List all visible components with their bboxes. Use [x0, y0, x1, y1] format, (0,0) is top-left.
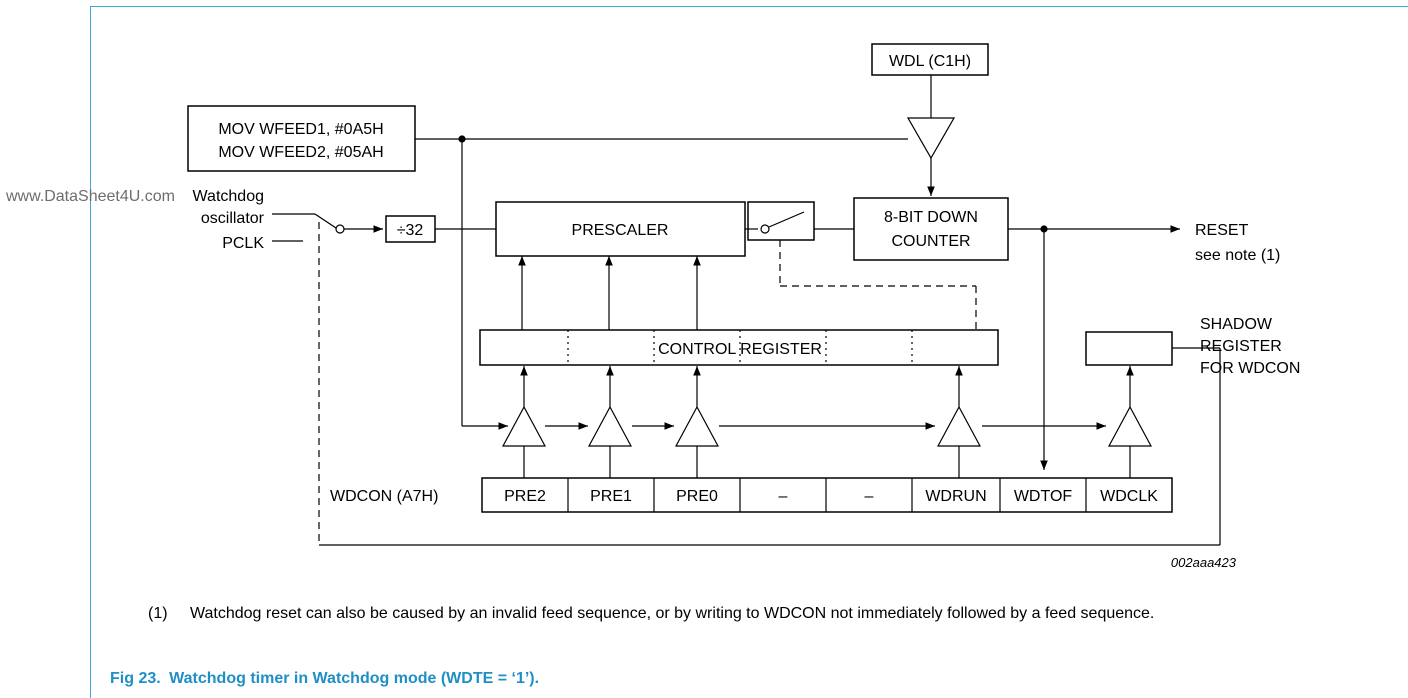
wdl-box [871, 43, 989, 76]
figure-id: 002aaa423 [1171, 555, 1237, 570]
pclk-label: PCLK [222, 235, 264, 252]
feed-sequence-box [187, 105, 416, 172]
buffer-wdclk [1107, 405, 1153, 447]
shadow-label-2: REGISTER [1200, 338, 1282, 355]
wdcon-bit-3: – [865, 488, 874, 505]
counter-label-1: 8-BIT DOWN [884, 209, 978, 226]
control-register-label: CONTROL REGISTER [658, 341, 822, 358]
control-register-box [479, 329, 999, 366]
reset-label: RESET [1195, 222, 1249, 239]
buffer-wdrun [936, 405, 982, 447]
watchdog-input-label-1: Watchdog [193, 188, 264, 205]
divider-label: ÷32 [397, 222, 424, 239]
run-switch-box [747, 201, 815, 241]
wdcon-bit-2: WDRUN [925, 488, 986, 505]
caption-label: Fig 23. [110, 670, 161, 687]
wdcon-bit-5: PRE0 [676, 488, 718, 505]
note-number: (1) [148, 605, 168, 622]
wdl-label: WDL (C1H) [889, 53, 971, 70]
prescaler-label: PRESCALER [572, 222, 669, 239]
figure-caption: Fig 23. Watchdog timer in Watchdog mode … [110, 670, 543, 688]
note-text: Watchdog reset can also be caused by an … [190, 605, 1155, 622]
buffer-pre1 [587, 405, 633, 447]
shadow-register-box [1085, 331, 1173, 366]
wdcon-bit-1: WDTOF [1014, 488, 1073, 505]
shadow-label-3: FOR WDCON [1200, 360, 1300, 377]
counter-label-2: COUNTER [891, 233, 970, 250]
wdcon-bit-6: PRE1 [590, 488, 632, 505]
figure-frame [90, 6, 1408, 698]
wdcon-register [481, 477, 1173, 513]
down-counter-box [853, 197, 1009, 261]
watchdog-input-label-2: oscillator [201, 210, 265, 227]
wdl-load-buffer [906, 117, 956, 160]
wdcon-bit-4: – [779, 488, 788, 505]
wdcon-bit-0: WDCLK [1100, 488, 1158, 505]
wdcon-label: WDCON (A7H) [330, 488, 438, 505]
buffer-pre2 [501, 405, 547, 447]
feed-line-2: MOV WFEED2, #05AH [218, 144, 383, 161]
reset-note: see note (1) [1195, 247, 1280, 264]
shadow-label-1: SHADOW [1200, 316, 1273, 333]
watermark: www.DataSheet4U.com [5, 188, 175, 205]
feed-line-1: MOV WFEED1, #0A5H [218, 121, 383, 138]
wdcon-bit-7: PRE2 [504, 488, 546, 505]
caption-text: Watchdog timer in Watchdog mode (WDTE = … [169, 670, 540, 687]
buffer-pre0 [674, 405, 720, 447]
